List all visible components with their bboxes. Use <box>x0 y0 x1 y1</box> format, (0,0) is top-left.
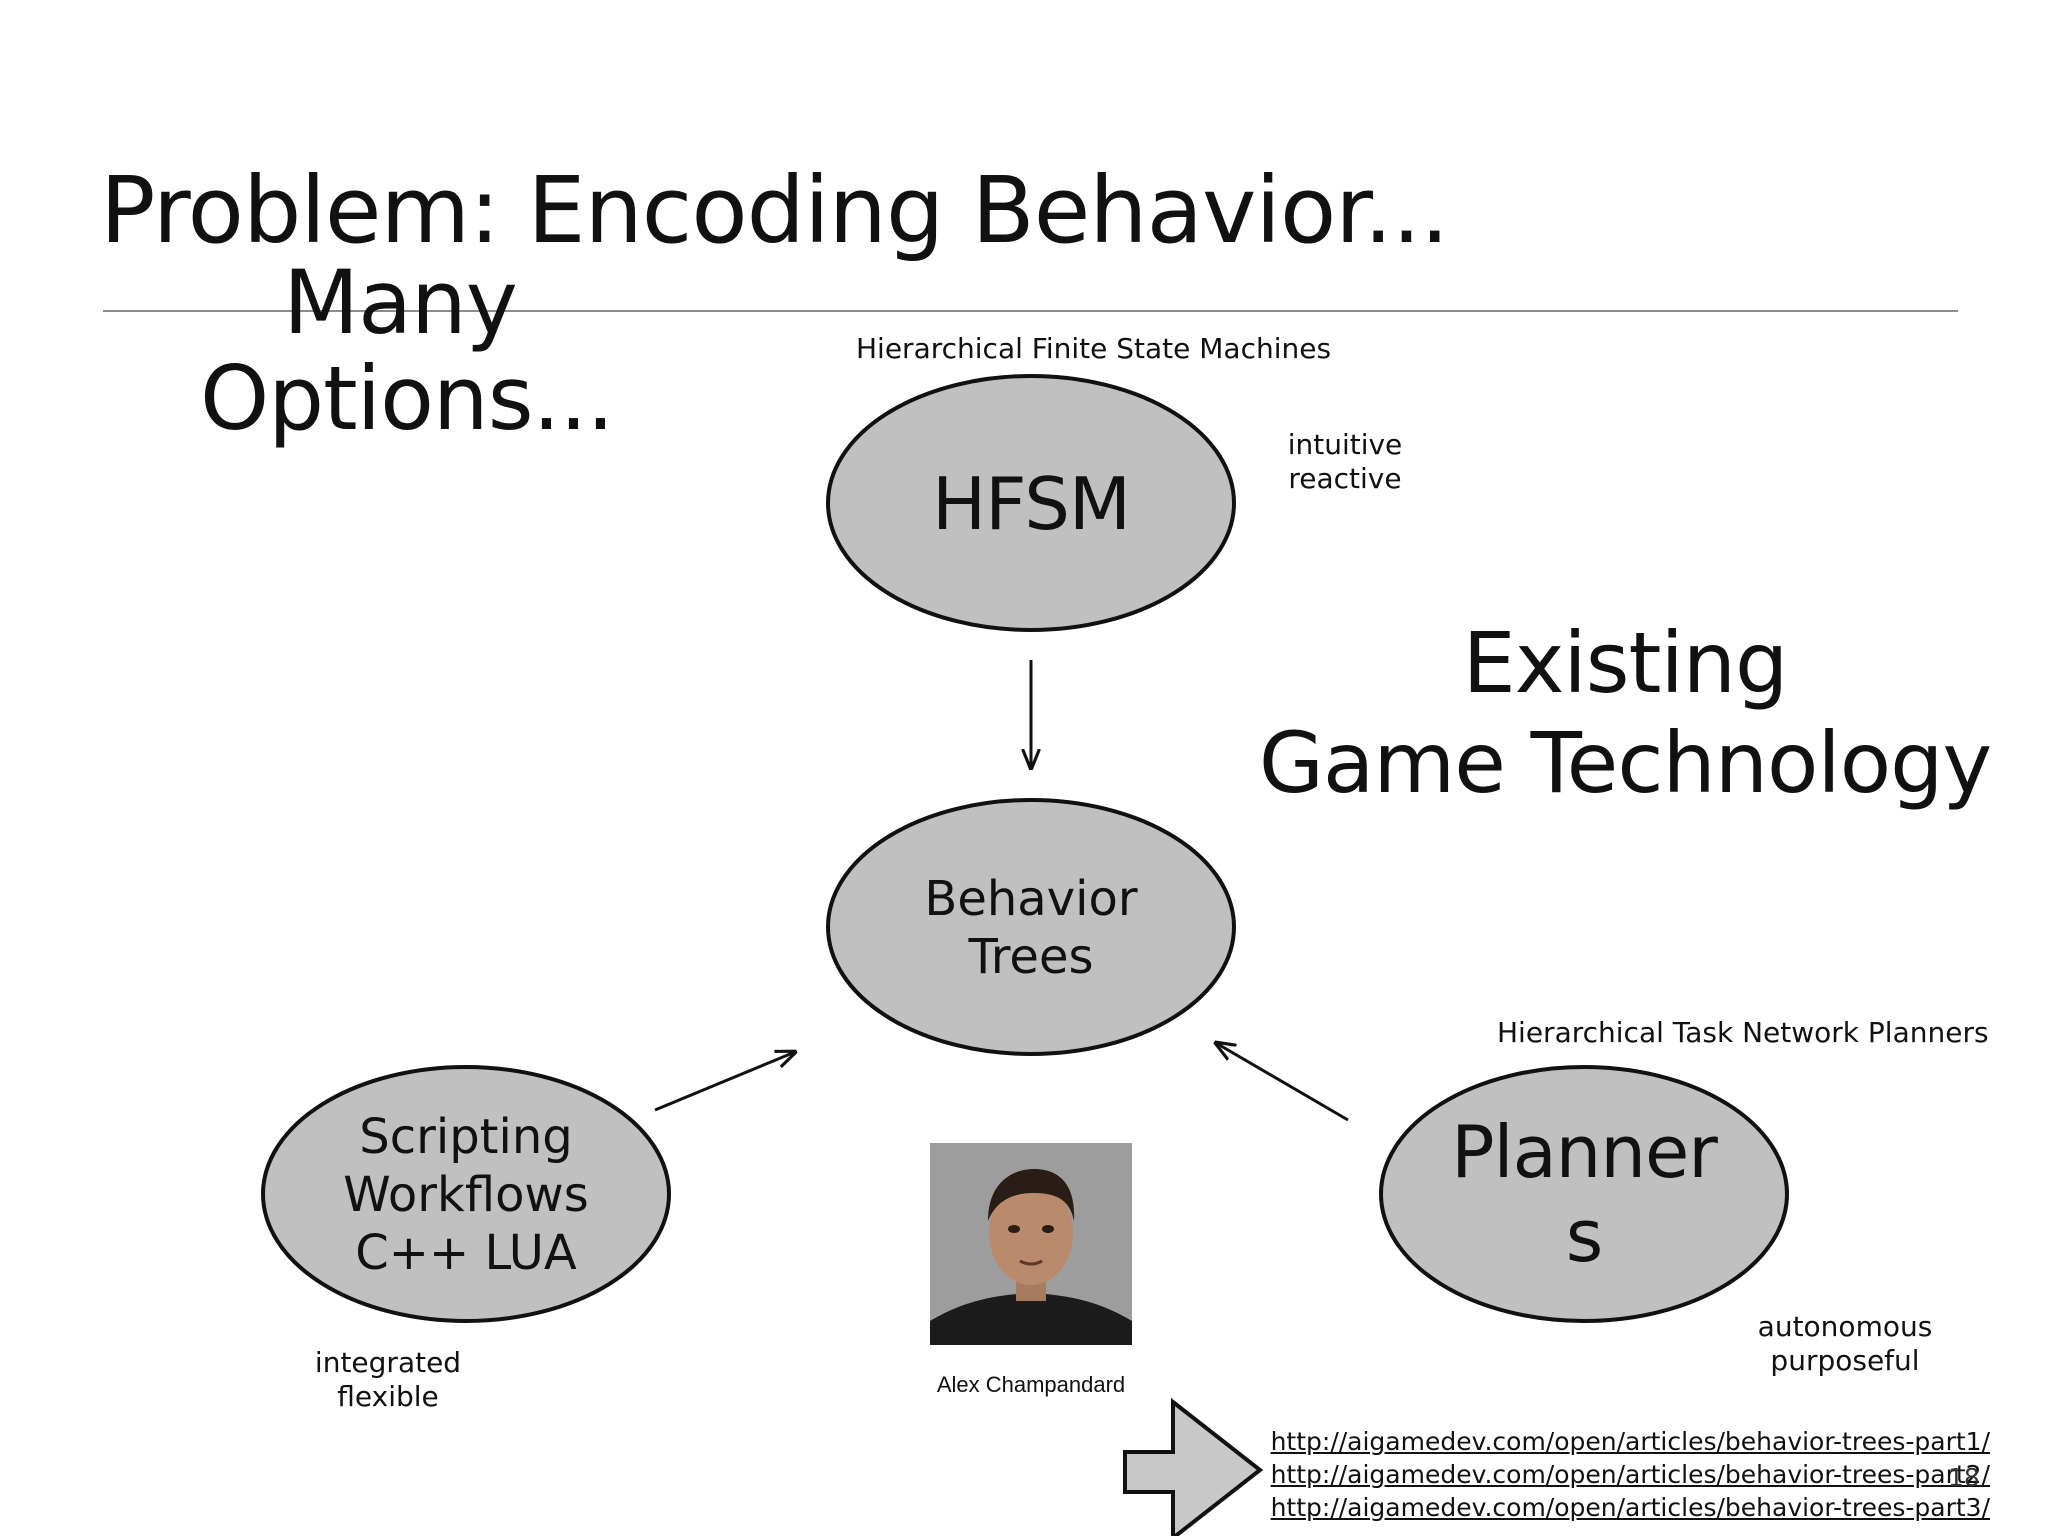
subtitle-line-1: Many <box>283 251 518 354</box>
behavior-trees-label: Behavior Trees <box>828 870 1234 986</box>
planners-label-line-2: s <box>1565 1194 1604 1278</box>
scripting-to-bt-arrow <box>654 1052 795 1112</box>
behavior-trees-node <box>826 798 1236 1056</box>
slide-subtitle: Many Options... <box>200 251 614 450</box>
planners-node <box>1379 1065 1789 1323</box>
slide-title: Problem: Encoding Behavior... <box>100 157 1449 264</box>
scripting-label-line-2: Workflows <box>343 1167 589 1223</box>
heading-line-1: Existing <box>1462 614 1789 712</box>
hfsm-trait-1: intuitive <box>1287 428 1403 461</box>
heading-line-2: Game Technology <box>1258 714 1992 812</box>
link-part3[interactable]: http://aigamedev.com/open/articles/behav… <box>1270 1493 1990 1522</box>
hfsm-label: HFSM <box>931 462 1131 546</box>
scripting-label-line-3: C++ LUA <box>355 1225 577 1281</box>
hfsm-caption: Hierarchical Finite State Machines <box>856 332 1332 365</box>
planners-label: Planner s <box>1381 1110 1787 1278</box>
title-divider <box>103 310 1958 312</box>
scripting-traits: integrated flexible <box>298 1346 478 1414</box>
link-part1[interactable]: http://aigamedev.com/open/articles/behav… <box>1270 1427 1990 1456</box>
bt-label-line-2: Trees <box>968 929 1094 985</box>
author-photo <box>930 1143 1132 1345</box>
reference-links: http://aigamedev.com/open/articles/behav… <box>1260 1425 1990 1524</box>
portrait-illustration <box>930 1143 1132 1345</box>
existing-tech-heading: Existing Game Technology <box>1225 613 2025 813</box>
scripting-label-line-1: Scripting <box>359 1109 573 1165</box>
scripting-trait-2: flexible <box>337 1380 439 1413</box>
page-number: 18 <box>1948 1463 1980 1492</box>
hfsm-node <box>826 374 1236 632</box>
planners-caption: Hierarchical Task Network Planners <box>1497 1016 1989 1049</box>
hfsm-traits: intuitive reactive <box>1270 428 1420 496</box>
planners-traits: autonomous purposeful <box>1745 1310 1945 1378</box>
photo-caption: Alex Champandard <box>936 1372 1126 1397</box>
scripting-label: Scripting Workflows C++ LUA <box>263 1108 669 1282</box>
planners-label-line-1: Planner <box>1451 1110 1718 1194</box>
planners-trait-1: autonomous <box>1757 1310 1933 1343</box>
planners-to-bt-arrow <box>1216 1043 1349 1122</box>
hfsm-trait-2: reactive <box>1288 462 1402 495</box>
link-part2[interactable]: http://aigamedev.com/open/articles/behav… <box>1270 1460 1990 1489</box>
block-arrow-shape <box>1123 1397 1264 1536</box>
scripting-node <box>261 1065 671 1323</box>
subtitle-line-2: Options... <box>200 347 614 450</box>
scripting-trait-1: integrated <box>314 1346 462 1379</box>
bt-label-line-1: Behavior <box>924 871 1138 927</box>
planners-trait-2: purposeful <box>1770 1344 1920 1377</box>
